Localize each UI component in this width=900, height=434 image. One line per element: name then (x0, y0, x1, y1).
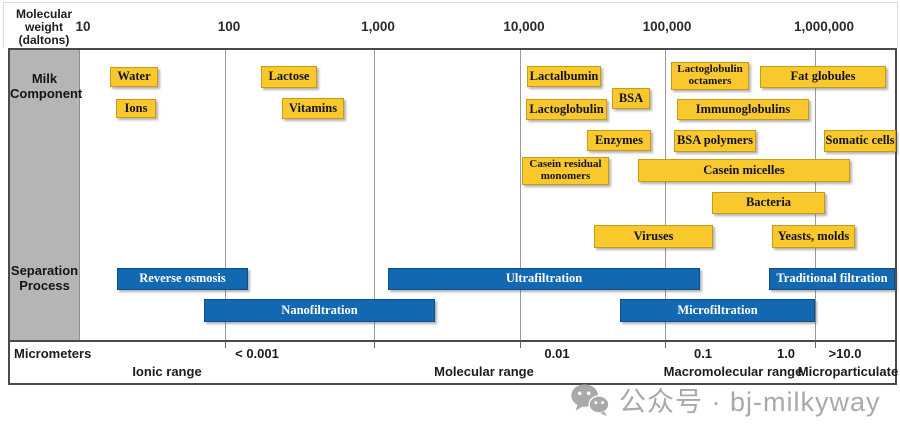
component-box-enzymes: Enzymes (587, 130, 651, 151)
component-box-bsa-polymers: BSA polymers (674, 130, 756, 152)
um-tick-001: 0.01 (544, 346, 570, 361)
gridline-10000 (520, 50, 521, 340)
component-box-ions: Ions (116, 99, 156, 118)
process-bar-reverse-osmosis: Reverse osmosis (117, 268, 248, 290)
watermark-text: 公众号 · bj-milkyway (619, 387, 881, 417)
process-bar-microfiltration: Microfiltration (620, 299, 815, 322)
component-box-bsa: BSA (612, 88, 650, 109)
gridline-1000 (374, 50, 375, 340)
watermark: 公众号 · bj-milkyway (570, 380, 881, 419)
molecular-weight-header: Molecular weight (daltons) 10 100 1,000 … (3, 2, 898, 48)
component-box-somatic-cells: Somatic cells (824, 130, 896, 152)
component-box-water: Water (110, 67, 158, 87)
range-label-macromolecular: Macromolecular range (663, 364, 803, 379)
component-box-lactoglobulin-octamers: Lactoglobulin octamers (671, 62, 749, 90)
range-label-ionic: Ionic range (132, 364, 202, 379)
gridline-100 (225, 50, 226, 340)
row-label-sidebar (10, 50, 80, 340)
micrometer-tick-mark (815, 342, 816, 348)
mw-tick-1000: 1,000 (361, 19, 395, 34)
um-tick-gt10: >10.0 (828, 346, 862, 361)
chart-area: Milk Component Separation Process Water … (8, 48, 899, 385)
component-box-lactose: Lactose (261, 66, 317, 88)
molecular-weight-axis-title: Molecular weight (daltons) (15, 7, 72, 47)
component-box-bacteria: Bacteria (712, 192, 825, 214)
range-label-microparticulate: Microparticulate (797, 364, 899, 379)
mw-tick-1000000: 1,000,000 (793, 19, 855, 34)
process-bar-ultrafiltration: Ultrafiltration (388, 268, 700, 290)
process-bar-nanofiltration: Nanofiltration (204, 299, 435, 322)
micrometers-axis-label: Micrometers (14, 346, 92, 361)
um-tick-10: 1.0 (776, 346, 796, 361)
micrometer-tick-mark (665, 342, 666, 348)
micrometer-divider (10, 340, 895, 342)
component-box-fat-globules: Fat globules (760, 66, 886, 88)
component-box-casein-micelles: Casein micelles (638, 159, 850, 182)
mw-tick-100: 100 (217, 19, 241, 34)
range-label-molecular: Molecular range (434, 364, 534, 379)
component-box-vitamins: Vitamins (282, 98, 344, 119)
separation-process-label: Separation Process (10, 263, 79, 293)
component-box-yeasts-molds: Yeasts, molds (772, 225, 855, 248)
process-bar-traditional-filtration: Traditional filtration (769, 268, 895, 290)
gridline-100000 (665, 50, 666, 340)
component-box-viruses: Viruses (594, 225, 713, 248)
component-box-immunoglobulins: Immunoglobulins (677, 99, 809, 120)
mw-tick-100000: 100,000 (642, 19, 692, 34)
wechat-icon (570, 383, 610, 417)
micrometer-tick-mark (225, 342, 226, 348)
mw-tick-10: 10 (75, 19, 91, 34)
component-box-lactalbumin: Lactalbumin (527, 66, 601, 87)
um-tick-01: 0.1 (693, 346, 713, 361)
micrometer-tick-mark (374, 342, 375, 348)
component-box-lactoglobulin: Lactoglobulin (526, 99, 607, 120)
um-tick-0001: < 0.001 (235, 346, 279, 361)
milk-component-label: Milk Component (10, 71, 83, 101)
component-box-casein-residual-monomers: Casein residual monomers (522, 157, 609, 185)
micrometer-tick-mark (520, 342, 521, 348)
mw-tick-10000: 10,000 (503, 19, 545, 34)
